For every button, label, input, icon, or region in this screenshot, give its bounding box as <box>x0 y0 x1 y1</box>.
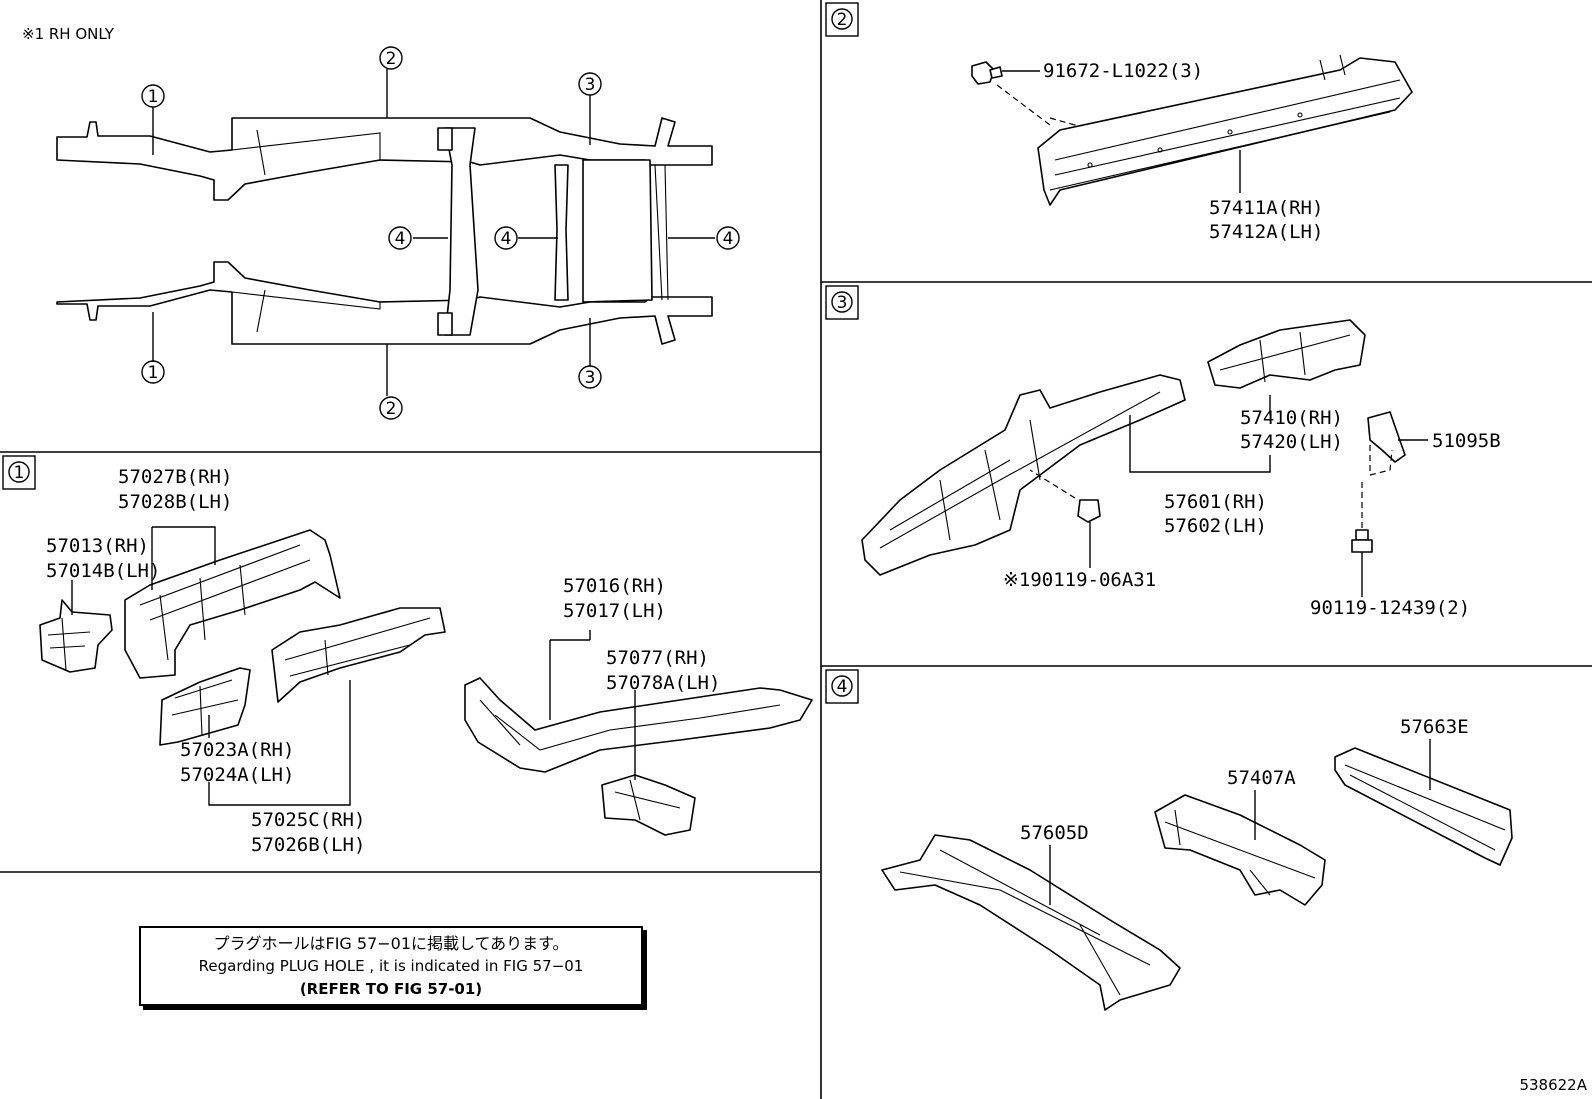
svg-text:4: 4 <box>395 229 406 249</box>
figure-id: 538622A <box>1519 1076 1587 1094</box>
label-57025C: 57025C(RH) <box>251 809 365 831</box>
label-57014B: 57014B(LH) <box>46 560 160 582</box>
label-bolt-90119-06A31: ※190119-06A31 <box>1003 569 1156 591</box>
svg-text:1: 1 <box>148 87 159 107</box>
label-57024A: 57024A(LH) <box>180 764 294 786</box>
svg-text:1: 1 <box>148 363 159 383</box>
callout-2-upper: 2 <box>379 46 403 70</box>
header-note: ※1 RH ONLY <box>22 25 115 43</box>
label-57410: 57410(RH) <box>1240 407 1343 429</box>
svg-text:3: 3 <box>585 75 596 95</box>
callout-4-right: 4 <box>716 226 740 250</box>
label-57013: 57013(RH) <box>46 535 149 557</box>
section-tag-1: 1 <box>2 455 36 490</box>
plug-hole-note: プラグホールはFIG 57−01に掲載してあります。 Regarding PLU… <box>139 926 643 1006</box>
part-57025C-side-member <box>271 607 446 703</box>
label-57411A: 57411A(RH) <box>1209 197 1323 219</box>
label-57663E: 57663E <box>1400 716 1469 738</box>
svg-text:2: 2 <box>386 49 397 69</box>
label-57026B: 57026B(LH) <box>251 834 365 856</box>
callout-3-lower: 3 <box>578 365 602 389</box>
callout-4-left: 4 <box>388 226 412 250</box>
part-57016-rear-member <box>464 677 813 773</box>
part-57407A-crossmember <box>1154 794 1326 906</box>
callout-1-lower: 1 <box>141 360 165 384</box>
part-51095B-bracket <box>1367 411 1406 463</box>
bolt-90119-06A31-icon <box>1077 499 1101 523</box>
callout-2-lower: 2 <box>379 396 403 420</box>
bolt-90119-12439-icon <box>1351 529 1373 553</box>
part-57023A-plate <box>159 667 251 746</box>
section-tag-3: 3 <box>825 285 859 320</box>
svg-text:1: 1 <box>14 463 25 483</box>
callout-4-mid: 4 <box>494 226 518 250</box>
svg-text:4: 4 <box>501 229 512 249</box>
label-bolt-91672: 91672-L1022(3) <box>1043 60 1203 82</box>
label-57605D: 57605D <box>1020 822 1089 844</box>
label-57420: 57420(LH) <box>1240 431 1343 453</box>
part-57663E-crossmember <box>1334 747 1513 866</box>
part-57410-bracket <box>1207 319 1366 389</box>
label-bolt-90119-12439: 90119-12439(2) <box>1310 597 1470 619</box>
part-57027B-upper-member <box>124 529 341 679</box>
svg-text:3: 3 <box>585 368 596 388</box>
svg-text:2: 2 <box>386 399 397 419</box>
part-57605D-crossmember <box>881 834 1181 1011</box>
label-57028B: 57028B(LH) <box>118 491 232 513</box>
part-57411A-rail <box>1037 54 1413 206</box>
label-57601: 57601(RH) <box>1164 491 1267 513</box>
part-57601-front-member <box>861 374 1186 576</box>
callout-3-upper: 3 <box>578 72 602 96</box>
section-tag-2: 2 <box>825 2 859 37</box>
section-tag-4: 4 <box>825 669 859 704</box>
label-57023A: 57023A(RH) <box>180 739 294 761</box>
svg-text:2: 2 <box>837 10 848 30</box>
callout-1-upper: 1 <box>141 84 165 108</box>
label-57602: 57602(LH) <box>1164 515 1267 537</box>
note-english: Regarding PLUG HOLE , it is indicated in… <box>198 957 584 975</box>
part-57077-bracket <box>601 774 696 836</box>
label-57407A: 57407A <box>1227 767 1296 789</box>
frame-overview <box>56 117 713 345</box>
label-57078A: 57078A(LH) <box>606 672 720 694</box>
label-57027B: 57027B(RH) <box>118 466 232 488</box>
svg-text:4: 4 <box>837 677 848 697</box>
bolt-icon <box>971 61 1003 85</box>
part-57013-bracket <box>39 599 113 673</box>
label-57412A: 57412A(LH) <box>1209 221 1323 243</box>
label-51095B: 51095B <box>1432 430 1501 452</box>
svg-text:4: 4 <box>723 229 734 249</box>
label-57016: 57016(RH) <box>563 575 666 597</box>
note-japanese: プラグホールはFIG 57−01に掲載してあります。 <box>213 934 569 953</box>
note-reference: (REFER TO FIG 57-01) <box>299 980 483 998</box>
svg-text:3: 3 <box>837 293 848 313</box>
label-57017: 57017(LH) <box>563 600 666 622</box>
label-57077: 57077(RH) <box>606 647 709 669</box>
